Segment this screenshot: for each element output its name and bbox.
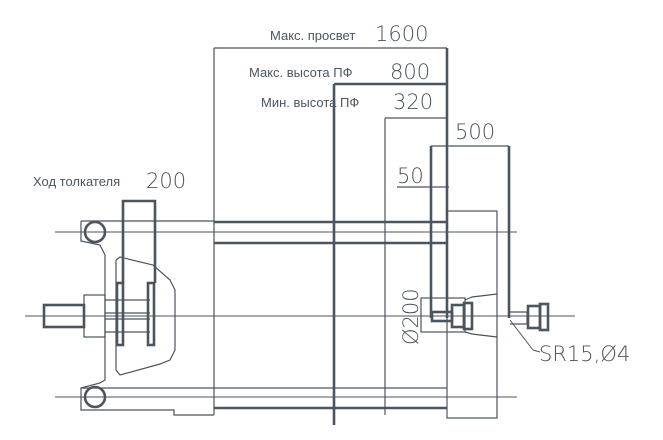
nozzle-value: SR15,Ø4 <box>539 342 630 366</box>
min-mold-height-value: 320 <box>393 90 433 114</box>
rear-platen <box>42 199 214 416</box>
max-mold-height-label: Макс. высота ПФ <box>249 65 353 80</box>
platen-width-value: 500 <box>455 120 495 144</box>
center-lines <box>25 231 575 398</box>
fixed-platen <box>420 210 550 419</box>
max-clearance-value: 1600 <box>375 22 428 46</box>
offset-value: 50 <box>397 164 424 188</box>
min-mold-height-label: Мин. высота ПФ <box>261 95 359 110</box>
max-clearance-label: Макс. просвет <box>270 28 355 43</box>
ejector-stroke-label: Ход толкателя <box>33 174 120 189</box>
extension-lines <box>213 48 511 425</box>
ejector-stroke-value: 200 <box>146 169 186 193</box>
dimension-lines <box>123 47 541 353</box>
tie-bars <box>81 220 447 410</box>
locating-ring-value: Ø200 <box>399 288 423 345</box>
max-mold-height-value: 800 <box>390 60 430 84</box>
